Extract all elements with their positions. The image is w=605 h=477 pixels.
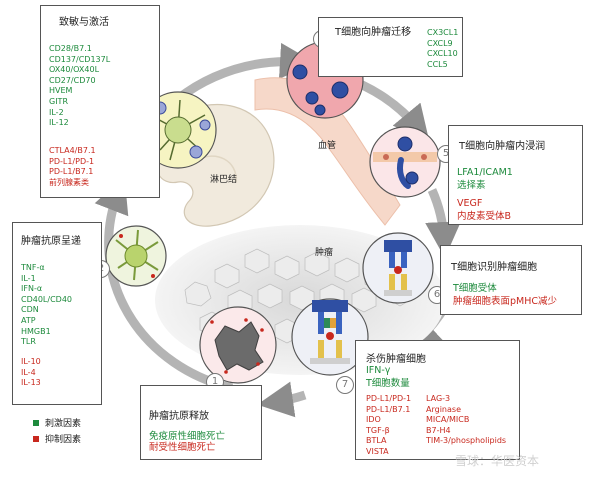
factor: T细胞受体 [453,283,497,294]
migration-stim-list: CX3CL1 CXCL9 CXCL10 CCL5 [427,28,458,70]
factor: IL-2 [49,107,64,117]
legend-stim-swatch [33,420,39,426]
factor: CDN [21,305,39,315]
factor: PD-L1/B7.1 [49,167,94,177]
factor: Arginase [426,404,461,414]
factor: T细胞数量 [366,378,410,389]
killing-inhib-list-1: PD-L1/PD-1 PD-L1/B7.1 IDO TGF-β BTLA VIS… [366,394,411,458]
killing-box: 杀伤肿瘤细胞 IFN-γ T细胞数量 PD-L1/PD-1 PD-L1/B7.1… [355,340,520,460]
factor: 前列腺素类 [49,177,89,187]
legend-stim-label: 刺激因素 [45,419,82,429]
antigen-release-inhib-list: 耐受性细胞死亡 [149,441,216,454]
recognition-stim-list: T细胞受体 [453,282,497,295]
antigen-release-stim-list: 免疫原性细胞死亡 [149,430,225,443]
factor: IFN-γ [366,365,391,376]
recognition-circle [362,232,434,304]
factor: CD40L/CD40 [21,294,73,304]
factor: CX3CL1 [427,28,459,37]
factor: OX40/OX40L [49,65,100,75]
priming-title: 致敏与激活 [59,17,109,28]
watermark: 雪球：华医资本 [455,454,540,468]
factor: CXCL10 [427,49,458,59]
factor: GITR [49,96,69,106]
blood-vessel-label: 血管 [318,141,337,151]
factor: VEGF [457,198,483,209]
factor: TGF-β [366,425,390,435]
factor: 肿瘤细胞表面pMHC减少 [453,296,558,307]
factor: BTLA [366,436,387,446]
antigen-release-title: 肿瘤抗原释放 [149,411,209,422]
factor: CD28/B7.1 [49,44,92,53]
antigen-release-circle [199,306,277,384]
factor: IFN-α [21,284,43,294]
factor: IL-1 [21,273,36,283]
factor: LAG-3 [426,394,451,403]
presentation-box: 肿瘤抗原呈递 TNF-α IL-1 IFN-α CD40L/CD40 CDN A… [12,222,102,405]
factor: HVEM [49,86,73,96]
killing-stim-list: IFN-γ T细胞数量 [366,364,410,390]
factor: PD-L1/PD-1 [366,394,412,403]
antigen-release-box: 肿瘤抗原释放 免疫原性细胞死亡 耐受性细胞死亡 [140,385,262,460]
factor: CXCL9 [427,38,453,48]
factor: VISTA [366,446,389,456]
legend-inhib-swatch [33,436,39,442]
presentation-inhib-list: IL-10 IL-4 IL-13 [21,357,41,389]
presentation-title: 肿瘤抗原呈递 [21,236,81,247]
factor: MICA/MICB [426,415,470,425]
factor: CD27/CD70 [49,75,96,85]
recognition-inhib-list: 肿瘤细胞表面pMHC减少 [453,295,557,308]
apc-circle [105,225,167,287]
priming-stim-list: CD28/B7.1 CD137/CD137L OX40/OX40L CD27/C… [49,44,110,129]
presentation-stim-list: TNF-α IL-1 IFN-α CD40L/CD40 CDN ATP HMGB… [21,263,72,348]
factor: LFA1/ICAM1 [457,167,513,178]
factor: HMGB1 [21,326,51,336]
tumor-label: 肿瘤 [315,248,334,258]
factor: TIM-3/phospholipids [426,436,507,446]
priming-inhib-list: CTLA4/B7.1 PD-L1/PD-1 PD-L1/B7.1 前列腺素类 [49,146,96,188]
infiltration-stim-list: LFA1/ICAM1 选择素 [457,166,513,192]
migration-title: T细胞向肿瘤迁移 [335,27,412,38]
factor: ATP [21,315,36,325]
factor: TNF-α [21,263,45,272]
migration-box: T细胞向肿瘤迁移 CX3CL1 CXCL9 CXCL10 CCL5 [318,17,463,77]
factor: CD137/CD137L [49,54,111,64]
factor: IL-4 [21,367,36,377]
priming-activation-box: 致敏与激活 CD28/B7.1 CD137/CD137L OX40/OX40L … [40,5,160,198]
infiltration-box: T细胞向肿瘤内浸润 LFA1/ICAM1 选择素 VEGF 内皮素受体B [448,125,583,225]
factor: 选择素 [457,180,486,191]
legend-inhib-label: 抑制因素 [45,435,82,445]
killing-circle [291,298,369,376]
infiltration-circle [369,126,441,198]
killing-inhib-list-2: LAG-3 Arginase MICA/MICB B7-H4 TIM-3/pho… [426,394,506,447]
step-number-7: 7 [336,376,354,394]
factor: 耐受性细胞死亡 [149,442,216,453]
factor: IL-13 [21,378,41,388]
infiltration-inhib-list: VEGF 内皮素受体B [457,197,511,223]
factor: PD-L1/B7.1 [366,404,411,414]
factor: IL-12 [49,118,69,128]
recognition-title: T细胞识别肿瘤细胞 [451,262,538,273]
factor: CTLA4/B7.1 [49,146,96,155]
factor: TLR [21,337,36,347]
lymph-node-label: 淋巴结 [210,175,238,185]
killing-title: 杀伤肿瘤细胞 [366,354,426,365]
factor: IDO [366,415,381,425]
factor: IL-10 [21,357,41,366]
factor: 内皮素受体B [457,211,512,222]
infiltration-title: T细胞向肿瘤内浸润 [459,141,546,152]
factor: B7-H4 [426,425,451,435]
factor: CCL5 [427,59,448,69]
factor: PD-L1/PD-1 [49,156,95,166]
recognition-box: T细胞识别肿瘤细胞 T细胞受体 肿瘤细胞表面pMHC减少 [440,245,582,315]
factor: 免疫原性细胞死亡 [149,431,226,442]
